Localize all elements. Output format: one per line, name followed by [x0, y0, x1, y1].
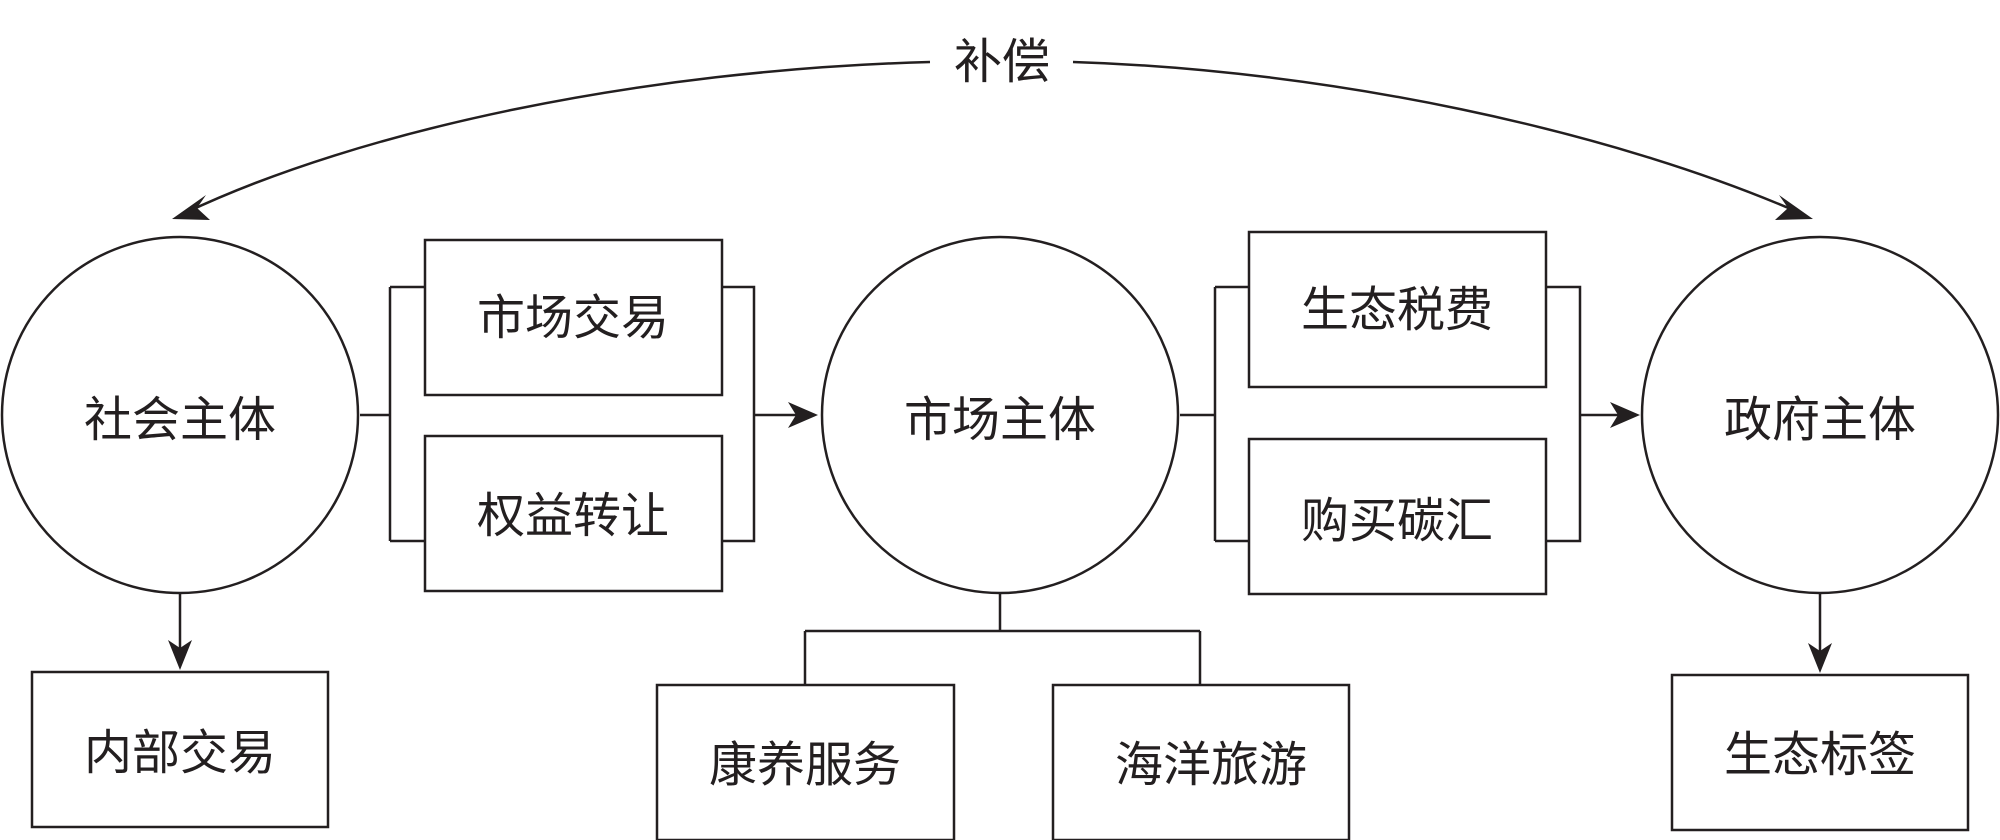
ocean-tourism-box [1051, 683, 1351, 840]
internal-trade-label: 内部交易 [84, 725, 276, 781]
market-entity-label: 市场主体 [904, 392, 1096, 448]
right-bracket [1180, 285, 1249, 543]
government-down-arrowhead [1808, 643, 1832, 673]
compensation-label: 补偿 [954, 34, 1050, 90]
internal-trade-box [30, 670, 330, 829]
social-entity-label: 社会主体 [84, 392, 276, 448]
rights-transfer-label: 权益转让 [477, 488, 669, 544]
left-bracket [360, 285, 425, 543]
arc-arrowhead-right [1775, 195, 1813, 220]
carbon-sink-label: 购买碳汇 [1301, 493, 1493, 549]
arrow-to-market-head [788, 402, 818, 428]
market-down-tree [803, 593, 1202, 685]
social-down-arrowhead [168, 640, 192, 670]
eco-tax-label: 生态税费 [1301, 282, 1493, 338]
wellness-label: 康养服务 [709, 737, 901, 793]
government-entity-label: 政府主体 [1724, 392, 1916, 448]
rights-transfer-box [423, 434, 724, 593]
eco-label-label: 生态标签 [1724, 727, 1916, 783]
wellness-box [655, 683, 956, 840]
carbon-sink-box [1247, 437, 1548, 596]
arrow-to-government-head [1610, 402, 1640, 428]
eco-label-box [1670, 673, 1970, 832]
market-trade-label: 市场交易 [477, 290, 669, 346]
eco-tax-box [1247, 230, 1548, 389]
arc-arrowhead-left [172, 195, 210, 220]
compensation-arc-right [1072, 60, 1801, 215]
market-trade-box [423, 238, 724, 397]
ocean-tourism-label: 海洋旅游 [1115, 737, 1307, 793]
compensation-arc-left [184, 60, 931, 215]
